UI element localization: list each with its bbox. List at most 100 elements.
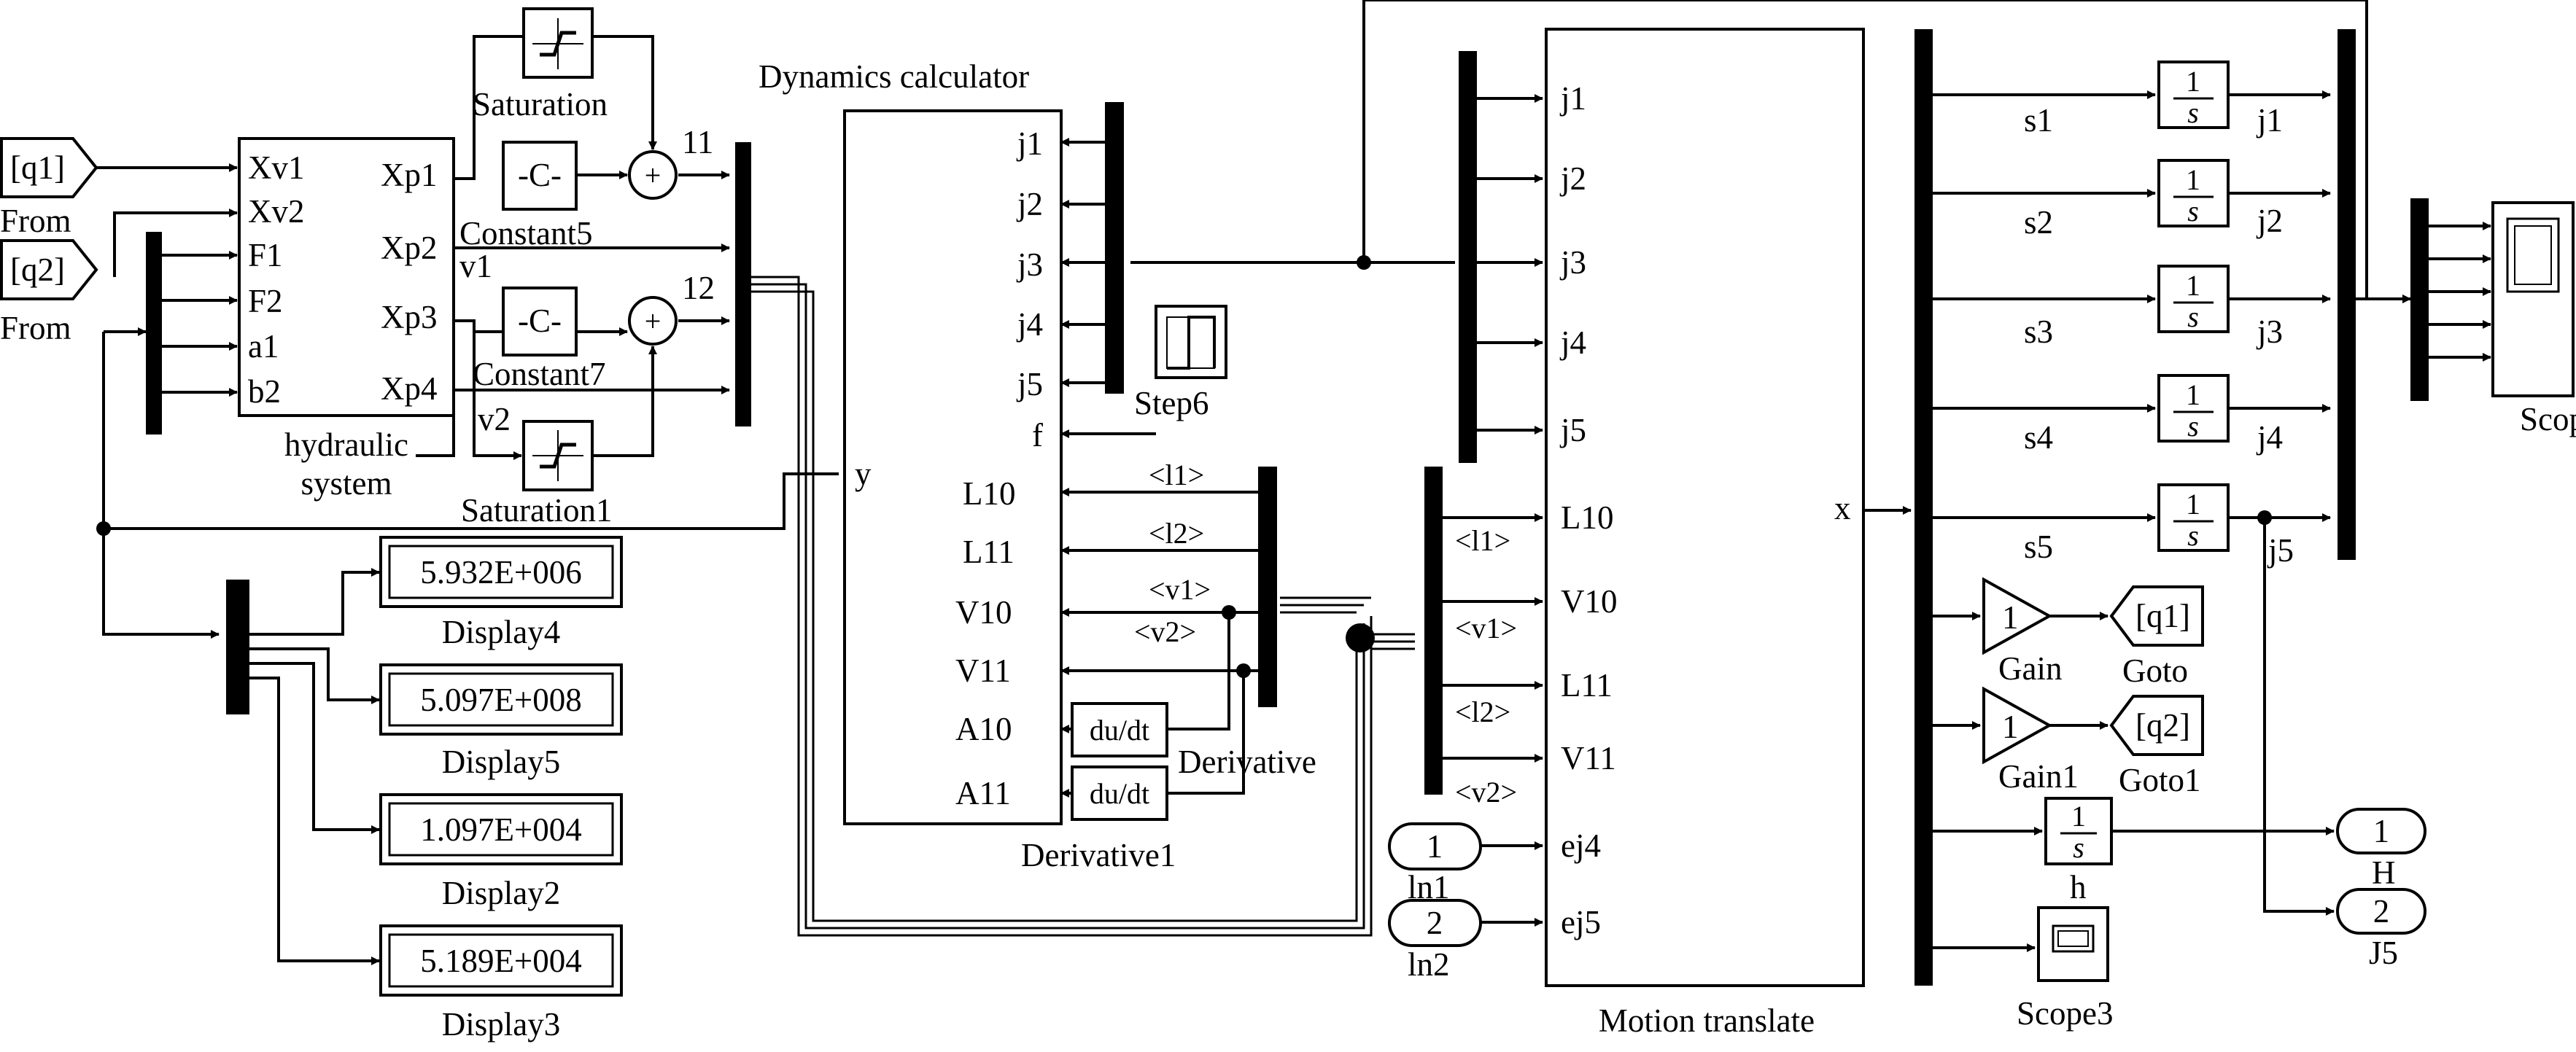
saturation-block[interactable] — [522, 7, 594, 79]
display4-value: 5.932E+006 — [420, 554, 582, 591]
motion-output-bus[interactable] — [1914, 29, 1933, 986]
sum-label-11: 11 — [682, 124, 713, 160]
scope3-label: Scope3 — [2017, 995, 2113, 1032]
gain1-value: 1 — [2002, 709, 2019, 745]
gain1-block[interactable]: 1 — [1982, 686, 2053, 765]
integrator-5[interactable]: 1 s — [2157, 483, 2230, 552]
display5-block[interactable]: 5.097E+008 — [379, 663, 623, 736]
sig-j1: j1 — [2256, 102, 2283, 139]
mot-port-j5: j5 — [1559, 412, 1586, 448]
display3-value: 5.189E+004 — [420, 943, 582, 979]
from-block-q2[interactable]: [q2] — [0, 239, 98, 300]
gain-label: Gain — [1998, 650, 2062, 687]
motion-translate-block[interactable] — [1545, 28, 1865, 987]
scope-label: Scope — [2520, 401, 2576, 437]
gain-block[interactable]: 1 — [1982, 577, 2053, 655]
step6-label: Step6 — [1134, 385, 1209, 421]
derivative1-block[interactable]: du/dt — [1071, 765, 1168, 821]
dynamics-title: Dynamics calculator — [759, 58, 1029, 95]
outport-1[interactable]: 1 — [2336, 808, 2426, 854]
port-xp1: Xp1 — [381, 157, 438, 193]
mot-port-v11: V11 — [1561, 740, 1616, 776]
mot-port-j4: j4 — [1559, 324, 1586, 361]
integrator-mux[interactable] — [2338, 29, 2356, 560]
constant5-value: -C- — [518, 157, 562, 193]
integrator-3[interactable]: 1 s — [2157, 265, 2230, 333]
inport-2[interactable]: 2 — [1388, 899, 1482, 947]
from-tag-q1: [q1] — [10, 149, 65, 186]
scope-block[interactable] — [2491, 201, 2575, 397]
constant5-block[interactable]: -C- — [502, 141, 578, 211]
sig-s5: s5 — [2024, 529, 2053, 565]
dynamics-calculator-block[interactable] — [843, 109, 1063, 825]
mot-port-j2: j2 — [1559, 160, 1586, 197]
bus-signal-l2: <l2> — [1149, 517, 1204, 550]
integrator-2-den: s — [2187, 195, 2199, 227]
sum-block-11[interactable]: + — [628, 150, 678, 200]
outport-2[interactable]: 2 — [2336, 888, 2426, 935]
integrator-h-den: s — [2073, 831, 2084, 864]
motion-bus-l2: <l2> — [1455, 696, 1510, 728]
display4-label: Display4 — [442, 614, 561, 650]
dynamics-bus[interactable] — [1105, 102, 1124, 394]
scope-mux[interactable] — [2410, 198, 2429, 401]
mot-port-ej4: ej4 — [1561, 827, 1601, 864]
goto1-tag: [q2] — [2135, 707, 2190, 744]
motion-bus-v1: <v1> — [1455, 612, 1517, 644]
inport-1[interactable]: 1 — [1388, 822, 1482, 870]
derivative1-label: Derivative1 — [1021, 837, 1176, 873]
constant7-block[interactable]: -C- — [502, 287, 578, 356]
hydraulic-output-mux[interactable] — [735, 142, 751, 426]
hydraulic-inputs: Xv1 Xv2 F1 F2 a1 b2 — [248, 149, 305, 410]
from-block-q1[interactable]: [q1] — [0, 137, 98, 198]
display-mux[interactable] — [226, 580, 249, 714]
step6-block[interactable] — [1155, 305, 1227, 379]
integrator-1-num: 1 — [2186, 65, 2200, 98]
integrator-1[interactable]: 1 s — [2157, 61, 2230, 129]
dyn-port-j1: j1 — [1016, 125, 1043, 162]
svg-text:+: + — [645, 305, 662, 338]
sum-block-12[interactable]: + — [628, 296, 678, 346]
mot-port-l11: L11 — [1561, 667, 1613, 704]
dynamics-output-y: y — [855, 456, 872, 492]
mot-port-ej5: ej5 — [1561, 904, 1601, 940]
port-xp4: Xp4 — [381, 370, 438, 407]
signal-label-v1: v1 — [459, 248, 492, 284]
saturation-label: Saturation — [473, 86, 608, 122]
integrator-2[interactable]: 1 s — [2157, 159, 2230, 227]
dyn-port-a10: A10 — [955, 711, 1012, 747]
dyn-port-a11: A11 — [955, 775, 1011, 811]
bus-selector[interactable] — [1258, 467, 1277, 707]
saturation1-block[interactable] — [522, 420, 594, 491]
motion-input-bus[interactable] — [1459, 51, 1477, 463]
input-mux[interactable] — [146, 232, 162, 435]
hydraulic-system-block[interactable] — [238, 137, 455, 417]
integrator-1-den: s — [2187, 96, 2199, 129]
mot-port-j1: j1 — [1559, 80, 1586, 117]
derivative-block[interactable]: du/dt — [1071, 702, 1168, 757]
display5-value: 5.097E+008 — [420, 682, 582, 718]
dyn-port-j2: j2 — [1016, 186, 1043, 222]
motion-bus-creator[interactable] — [1424, 467, 1443, 795]
hydraulic-outputs: Xp1 Xp2 Xp3 Xp4 — [381, 157, 438, 407]
derivative-expr: du/dt — [1090, 714, 1149, 747]
goto-label: Goto — [2122, 652, 2188, 689]
port-xv1: Xv1 — [248, 149, 305, 186]
integrator-5-den: s — [2187, 519, 2199, 552]
port-xp3: Xp3 — [381, 299, 438, 335]
integrator-h[interactable]: 1 s — [2044, 797, 2113, 865]
port-xp2: Xp2 — [381, 230, 438, 266]
outport-2-label: J5 — [2369, 935, 2398, 971]
display3-label: Display3 — [442, 1006, 561, 1043]
display4-block[interactable]: 5.932E+006 — [379, 536, 623, 608]
goto1-block[interactable]: [q2] — [2109, 695, 2204, 756]
display3-block[interactable]: 5.189E+004 — [379, 924, 623, 997]
scope3-block[interactable] — [2037, 906, 2109, 982]
inport-2-num: 2 — [1427, 905, 1443, 941]
display2-block[interactable]: 1.097E+004 — [379, 793, 623, 865]
sig-j4: j4 — [2256, 419, 2283, 456]
goto-block[interactable]: [q1] — [2109, 585, 2204, 647]
port-f2: F2 — [248, 283, 283, 319]
integrator-4[interactable]: 1 s — [2157, 374, 2230, 443]
